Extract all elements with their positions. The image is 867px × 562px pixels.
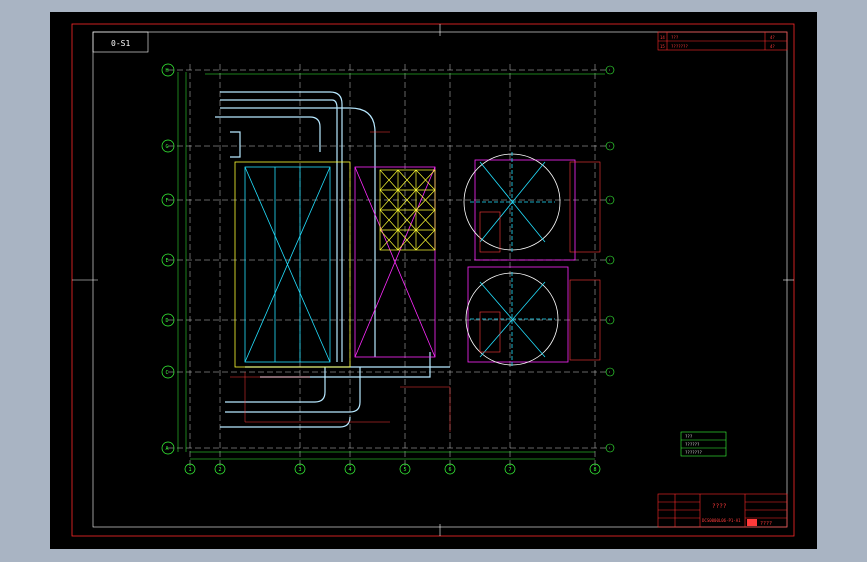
grid-bubble-row [161, 63, 175, 77]
grid-row-label: C [166, 370, 169, 376]
grid-bubble-row [161, 139, 175, 153]
grid-row-label: F [166, 198, 169, 204]
title-row-1-num: 14 [660, 35, 665, 40]
grid-bubble-col [504, 463, 516, 475]
grid-col-label: 4 [349, 467, 352, 473]
company-logo [747, 519, 757, 526]
grid-row-label: G [166, 144, 169, 150]
grid-bubble-col [184, 463, 196, 475]
sheet-tag-box [92, 31, 149, 53]
grid-bubble-row [161, 441, 175, 455]
grid-col-label: 7 [509, 467, 512, 473]
grid-bubble-col [444, 463, 456, 475]
grid-bubble-row [161, 365, 175, 379]
grid-bubble-col [294, 463, 306, 475]
grid-bubble-row [161, 253, 175, 267]
grid-row-label: E [166, 258, 169, 264]
title-row-2-qty: 4? [770, 44, 775, 49]
grid-bubble-col [399, 463, 411, 475]
title-row-1-text: ??? [671, 35, 679, 40]
process-piping [215, 91, 450, 428]
grid-bubble-row-right [605, 65, 615, 75]
truss-yellow [379, 169, 436, 251]
grid-bubble-row-right [605, 367, 615, 377]
vessel-outline-yellow [234, 161, 351, 368]
storage-tank-upper [463, 152, 561, 252]
company-logo-text: ???? [760, 521, 772, 527]
dimension-chain-left [177, 72, 187, 452]
drawing-name: ???? [712, 503, 727, 510]
grid-bubble-col [214, 463, 226, 475]
pump-skid-lower [479, 279, 601, 361]
title-row-1-qty: 4? [770, 35, 775, 40]
cad-drawing-viewport[interactable]: 0-S1 14 ??? 4? 15 ??????? 4? ???? DCS000… [50, 12, 817, 549]
grid-col-label: 6 [449, 467, 452, 473]
grid-row-label: D [166, 318, 169, 324]
storage-tank-lower [465, 272, 559, 367]
vessel-main [244, 166, 331, 363]
legend-row-2: ?????? [685, 442, 700, 447]
title-row-2-text: ??????? [671, 44, 688, 49]
grid-bubble-col [344, 463, 356, 475]
grid-bubble-row [161, 193, 175, 207]
grid-row-label: A [166, 446, 169, 452]
legend-row-3: ??????? [685, 450, 702, 455]
title-row-2-num: 15 [660, 44, 665, 49]
grid-col-label: 2 [219, 467, 222, 473]
grid-bubble-row-right [605, 255, 615, 265]
title-block-top [657, 31, 788, 51]
grid-bubble-row-right [605, 315, 615, 325]
grid-bubbles: H G F E D C A 1 2 3 4 5 6 7 8 [161, 63, 615, 475]
drawing-number: DCS0000L06-P1-A1 [702, 518, 741, 523]
annotation-leaders [230, 131, 451, 432]
grid-bubble-row [161, 313, 175, 327]
grid-bubble-col [589, 463, 601, 475]
grid-col-label: 3 [299, 467, 302, 473]
cad-drawing: 0-S1 14 ??? 4? 15 ??????? 4? ???? DCS000… [71, 23, 795, 537]
grid-bubble-row-right [605, 443, 615, 453]
pump-skid-upper [479, 161, 601, 253]
grid-col-label: 5 [404, 467, 407, 473]
grid-col-label: 1 [189, 467, 192, 473]
grid-bubble-row-right [605, 141, 615, 151]
grid-col-label: 8 [594, 467, 597, 473]
inner-frame [92, 31, 788, 528]
title-block-bottom [657, 493, 788, 528]
grid-bubble-row-right [605, 195, 615, 205]
grid-row-label: H [166, 68, 169, 74]
sheet-tag: 0-S1 [111, 39, 130, 48]
structure-magenta [354, 159, 576, 363]
legend-row-1: ??? [685, 434, 693, 439]
grid-lines [168, 64, 610, 467]
legend-box [680, 431, 727, 457]
dimension-chain-bottom [190, 451, 595, 460]
